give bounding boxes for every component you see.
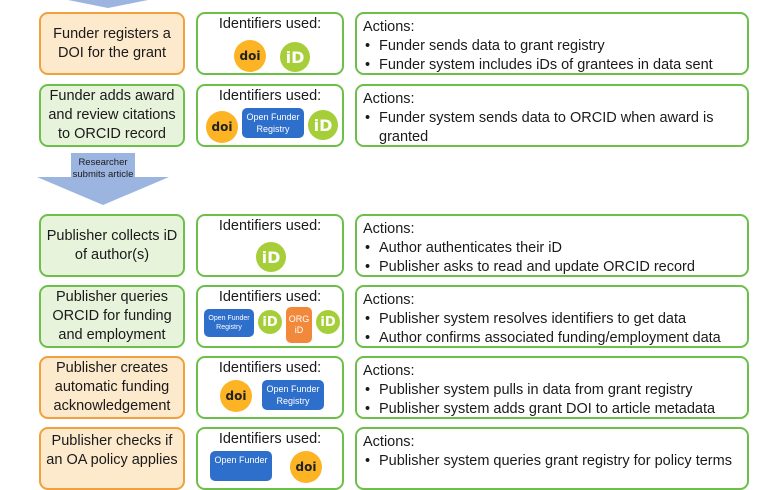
doi-icon: doi bbox=[206, 111, 238, 143]
actions-box: Actions: Funder sends data to grant regi… bbox=[355, 12, 749, 75]
down-arrow bbox=[37, 153, 169, 205]
step-publisher-creates-acknowledgement: Publisher creates automatic funding ackn… bbox=[39, 356, 185, 419]
org-id-icon: ORG iD bbox=[286, 307, 312, 343]
open-funder-registry-icon: Open Funder Registry bbox=[262, 380, 324, 410]
open-funder-registry-icon: Open Funder Registry bbox=[204, 309, 254, 337]
orcid-icon: iD bbox=[256, 242, 286, 272]
orcid-icon: iD bbox=[316, 310, 340, 334]
actions-box: Actions: Publisher system pulls in data … bbox=[355, 356, 749, 419]
arrow-label: Researcher submits article bbox=[72, 157, 134, 180]
ofr-icon-label: Open Funder Registry bbox=[266, 384, 320, 406]
identifiers-box: Identifiers used: Open Funder doi bbox=[196, 427, 344, 490]
open-funder-registry-icon: Open Funder bbox=[210, 451, 272, 481]
identifiers-box: Identifiers used: doi Open Funder Regist… bbox=[196, 356, 344, 419]
step-label: Publisher queries ORCID for funding and … bbox=[52, 289, 172, 343]
doi-icon-label: doi bbox=[295, 460, 317, 474]
orcid-icon: iD bbox=[308, 110, 338, 140]
identifiers-box: Identifiers used: doi Open Funder Regist… bbox=[196, 84, 344, 147]
step-publisher-checks-oa-policy: Publisher checks if an OA policy applies bbox=[39, 427, 185, 490]
action-item: Publisher system pulls in data from gran… bbox=[363, 381, 741, 400]
step-label: Publisher checks if an OA policy applies bbox=[46, 433, 178, 468]
identifiers-title: Identifiers used: bbox=[218, 88, 322, 104]
actions-box: Actions: Publisher system queries grant … bbox=[355, 427, 749, 490]
doi-icon: doi bbox=[290, 451, 322, 483]
identifiers-box: Identifiers used: doi iD bbox=[196, 12, 344, 75]
step-publisher-queries-orcid: Publisher queries ORCID for funding and … bbox=[39, 285, 185, 348]
org-icon-label: ORG iD bbox=[288, 314, 310, 335]
open-funder-registry-icon: Open Funder Registry bbox=[242, 108, 304, 138]
actions-title: Actions: bbox=[363, 292, 415, 308]
doi-icon: doi bbox=[234, 40, 266, 72]
step-funder-registers-doi: Funder registers a DOI for the grant bbox=[39, 12, 185, 75]
actions-title: Actions: bbox=[363, 19, 415, 35]
identifiers-box: Identifiers used: iD bbox=[196, 214, 344, 277]
ofr-icon-label: Open Funder Registry bbox=[246, 112, 300, 134]
step-label: Funder adds award and review citations t… bbox=[48, 88, 176, 142]
actions-box: Actions: Publisher system resolves ident… bbox=[355, 285, 749, 348]
identifiers-title: Identifiers used: bbox=[218, 218, 322, 234]
orcid-icon-label: iD bbox=[262, 314, 278, 330]
action-item: Funder sends data to grant registry bbox=[363, 37, 741, 56]
action-item: Publisher system adds grant DOI to artic… bbox=[363, 400, 741, 419]
actions-box: Actions: Funder system sends data to ORC… bbox=[355, 84, 749, 147]
doi-icon-label: doi bbox=[211, 120, 233, 134]
action-item: Funder system sends data to ORCID when a… bbox=[363, 109, 741, 147]
doi-icon: doi bbox=[220, 380, 252, 412]
step-publisher-collects-id: Publisher collects iD of author(s) bbox=[39, 214, 185, 277]
actions-title: Actions: bbox=[363, 221, 415, 237]
actions-title: Actions: bbox=[363, 434, 415, 450]
action-item: Author authenticates their iD bbox=[363, 239, 741, 258]
doi-icon-label: doi bbox=[239, 49, 261, 63]
step-funder-adds-award: Funder adds award and review citations t… bbox=[39, 84, 185, 147]
identifiers-box: Identifiers used: Open Funder Registry i… bbox=[196, 285, 344, 348]
orcid-icon: iD bbox=[258, 310, 282, 334]
step-label: Publisher collects iD of author(s) bbox=[46, 227, 178, 263]
orcid-icon-label: iD bbox=[285, 47, 305, 67]
top-arrow bbox=[68, 0, 148, 8]
action-item: Publisher system queries grant registry … bbox=[363, 452, 741, 471]
orcid-icon-label: iD bbox=[313, 115, 333, 135]
identifiers-title: Identifiers used: bbox=[218, 289, 322, 305]
actions-title: Actions: bbox=[363, 363, 415, 379]
orcid-icon-label: iD bbox=[261, 247, 281, 267]
orcid-icon: iD bbox=[280, 42, 310, 72]
identifiers-title: Identifiers used: bbox=[218, 360, 322, 376]
action-item: Publisher asks to read and update ORCID … bbox=[363, 258, 741, 277]
step-label: Funder registers a DOI for the grant bbox=[53, 25, 171, 61]
identifiers-title: Identifiers used: bbox=[218, 16, 322, 32]
action-item: Funder system includes iDs of grantees i… bbox=[363, 56, 741, 75]
actions-title: Actions: bbox=[363, 91, 415, 107]
step-label: Publisher creates automatic funding ackn… bbox=[53, 360, 171, 414]
action-item: Author confirms associated funding/emplo… bbox=[363, 329, 741, 348]
ofr-icon-label: Open Funder Registry bbox=[208, 315, 250, 331]
orcid-icon-label: iD bbox=[320, 314, 336, 330]
ofr-icon-label: Open Funder bbox=[214, 455, 268, 465]
action-item: Publisher system resolves identifiers to… bbox=[363, 310, 741, 329]
actions-box: Actions: Author authenticates their iD P… bbox=[355, 214, 749, 277]
identifiers-title: Identifiers used: bbox=[218, 431, 322, 447]
doi-icon-label: doi bbox=[225, 389, 247, 403]
